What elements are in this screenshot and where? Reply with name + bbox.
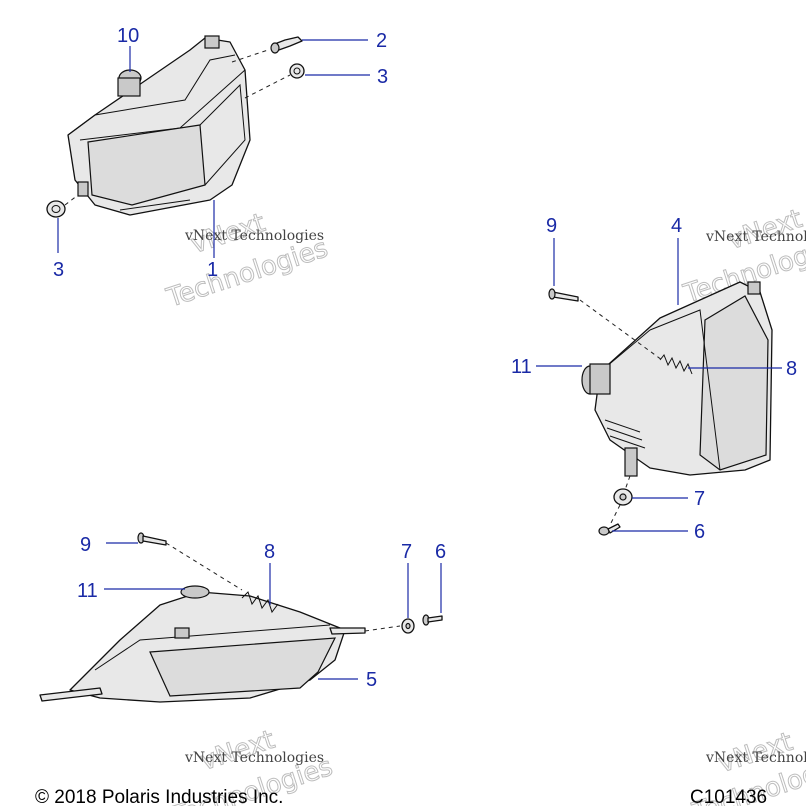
watermark-small: vNext Technologies — [705, 750, 806, 766]
lens-face — [699, 295, 769, 471]
washer-top-right — [289, 63, 305, 79]
adjuster-spring — [241, 591, 279, 614]
mount-arm-right — [329, 627, 366, 635]
callout-4: 4 — [671, 215, 682, 237]
headlight-assembly-top-left — [67, 35, 251, 216]
watermark-small: vNext Technologies — [184, 228, 324, 244]
dash-line-screw — [579, 299, 663, 361]
housing-vents — [604, 419, 646, 449]
washer-top-right-hole — [293, 67, 301, 75]
lens-face — [149, 637, 337, 697]
screw-bottom-right — [422, 614, 443, 626]
washer-top-left — [46, 200, 66, 218]
copyright-text: © 2018 Polaris Industries Inc. — [35, 787, 283, 806]
dash-line-bracket — [609, 475, 631, 526]
screw-bottom-left — [137, 532, 167, 546]
callout-9-right: 9 — [546, 215, 557, 237]
pin-head — [270, 42, 280, 54]
watermark-big-2: Technologies — [163, 233, 332, 313]
mount-bracket — [624, 447, 638, 477]
callout-2: 2 — [376, 30, 387, 52]
dash-line-washer — [244, 74, 291, 99]
dash-line-pin — [231, 49, 269, 63]
callout-1: 1 — [207, 259, 218, 281]
watermark-small: vNext Technologies — [705, 229, 806, 245]
callout-5: 5 — [366, 669, 377, 691]
mount-tab-top — [747, 281, 761, 295]
watermark-small: vNext Technologies — [184, 750, 324, 766]
mount-tab — [174, 627, 190, 639]
housing-rim — [94, 624, 331, 671]
dash-line-washer — [364, 625, 401, 632]
housing-bottom-edge — [119, 199, 191, 211]
headlight-bottom — [39, 585, 366, 703]
bulb-socket-base — [589, 363, 611, 395]
screw-shank — [552, 291, 579, 302]
screw-shank — [142, 535, 167, 546]
callout-3-upper: 3 — [377, 66, 388, 88]
callout-7-bottom: 7 — [401, 541, 412, 563]
adjuster-spring — [659, 354, 693, 375]
callout-11-bottom: 11 — [77, 580, 98, 602]
screw-right-upper — [548, 288, 579, 302]
callout-3-lower: 3 — [53, 259, 64, 281]
callout-9-bottom: 9 — [80, 534, 91, 556]
dash-line-screw — [165, 542, 243, 591]
headlight-right — [581, 281, 773, 477]
housing-rim — [649, 309, 721, 471]
washer-bottom-hole — [405, 622, 411, 630]
callout-7-right: 7 — [694, 488, 705, 510]
screw-head — [598, 526, 610, 536]
mount-arm-left — [39, 687, 103, 702]
fastener-pin-top — [270, 36, 303, 54]
callout-6-bottom: 6 — [435, 541, 446, 563]
washer-top-left-hole — [51, 205, 61, 213]
mount-tab-top — [204, 35, 220, 49]
diagram-code: C101436 — [690, 787, 767, 806]
lens-face — [87, 124, 206, 206]
housing-rim — [67, 54, 236, 136]
screw-right-lower — [598, 523, 621, 536]
callout-11-right: 11 — [511, 356, 532, 378]
callout-10: 10 — [117, 25, 139, 47]
callout-6-right: 6 — [694, 521, 705, 543]
callout-8-bottom: 8 — [264, 541, 275, 563]
mount-tab-left — [77, 181, 89, 197]
washer-right-hole — [619, 493, 627, 501]
watermark-top-left: vNext Technologies vNext Technologies — [162, 207, 332, 314]
screw-shank — [607, 523, 621, 534]
dash-line-washer-left — [64, 194, 79, 206]
screw-head — [548, 288, 556, 300]
callout-8-right: 8 — [786, 358, 797, 380]
bulb-socket-base — [117, 77, 141, 97]
screw-shank — [427, 615, 443, 623]
bulb-socket — [180, 585, 210, 599]
lens-side — [199, 83, 246, 186]
